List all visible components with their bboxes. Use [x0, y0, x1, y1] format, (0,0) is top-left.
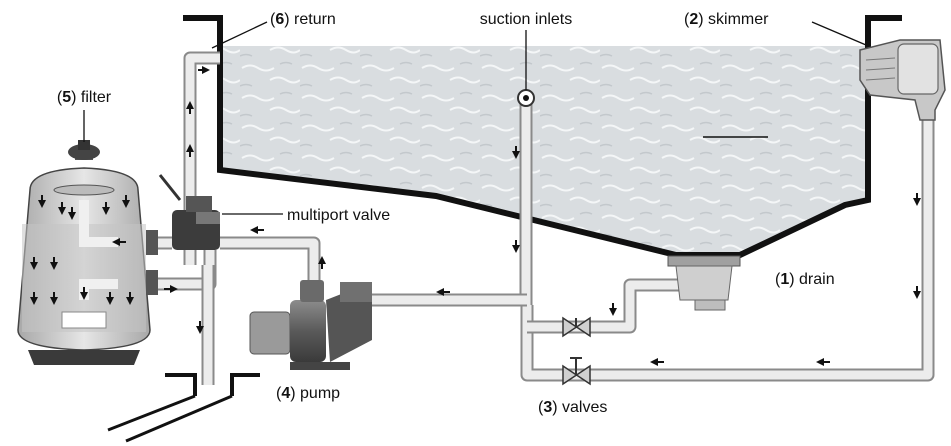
label-multiport-valve: multiport valve: [287, 207, 390, 224]
flow-arrow: [68, 207, 76, 220]
flow-arrow: [913, 286, 921, 299]
flow-arrow: [609, 303, 617, 316]
flow-arrow: [106, 292, 114, 305]
flow-arrow: [186, 101, 194, 114]
flow-arrow: [30, 292, 38, 305]
flow-arrow: [650, 358, 664, 366]
flow-arrow: [196, 321, 204, 334]
label-pump: (4) pump: [276, 385, 340, 402]
flow-arrow: [50, 257, 58, 270]
flow-arrow: [126, 292, 134, 305]
label-filter: (5) filter: [57, 89, 112, 106]
flow-arrow: [58, 202, 66, 215]
sand-filter: [17, 140, 158, 365]
flow-arrow: [122, 195, 130, 208]
suction-inlet-fitting: [517, 89, 535, 107]
label-return: (6) return: [270, 11, 336, 28]
flow-arrow: [186, 144, 194, 157]
flow-arrow: [436, 288, 450, 296]
label-suction-inlets: suction inlets: [480, 11, 573, 28]
waste-outlet: [107, 373, 260, 443]
leader-skimmer: [811, 21, 867, 46]
flow-arrow: [512, 240, 520, 253]
pool: [183, 15, 902, 258]
pool-water: [220, 46, 868, 255]
pump: [249, 280, 372, 370]
multiport-valve[interactable]: [158, 174, 220, 250]
flow-arrow: [512, 146, 520, 159]
flow-arrow: [318, 256, 326, 269]
flow-arrow: [250, 226, 264, 234]
valve-drain[interactable]: [562, 316, 591, 338]
flow-arrows: [30, 66, 921, 366]
flow-arrow: [913, 193, 921, 206]
flow-arrow: [164, 285, 178, 293]
flow-arrow: [50, 292, 58, 305]
valve-skimmer[interactable]: [562, 357, 591, 386]
main-drain: [667, 255, 741, 311]
pool-wall: [183, 15, 902, 258]
label-valves: (3) valves: [538, 399, 607, 416]
label-drain: (1) drain: [775, 271, 835, 288]
flow-arrow: [102, 202, 110, 215]
skimmer: [859, 39, 946, 121]
flow-arrow: [816, 358, 830, 366]
flow-arrow: [112, 238, 126, 246]
flow-arrow: [38, 195, 46, 208]
valves: [562, 316, 591, 386]
flow-arrow: [198, 66, 210, 74]
flow-arrow: [30, 257, 38, 270]
flow-arrow: [80, 287, 88, 300]
leader-return: [211, 21, 268, 49]
label-skimmer: (2) skimmer: [684, 11, 769, 28]
